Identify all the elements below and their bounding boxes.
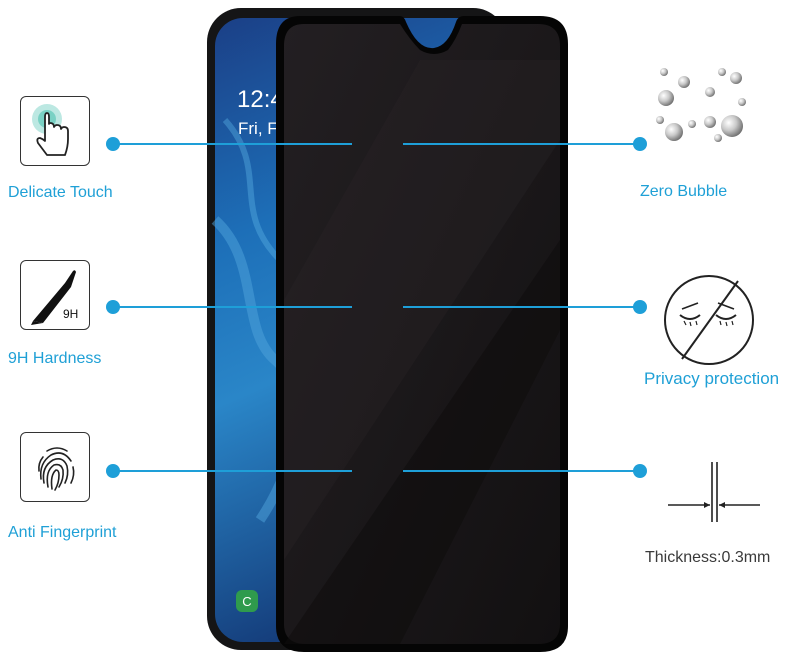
lockscreen-date: Fri, F (238, 119, 278, 138)
feature-label-thickness: Thickness:0.3mm (645, 549, 771, 566)
app-icon (236, 590, 258, 612)
fingerprint-icon (20, 432, 90, 502)
leader-dot-anti-fingerprint (106, 464, 120, 478)
water-bubbles-icon (650, 62, 750, 162)
thickness-arrows-icon (664, 460, 764, 524)
leader-dot-zero-bubble (633, 137, 647, 151)
feature-label-9h-hardness: 9H Hardness (8, 350, 102, 367)
app-icon-letter: C (242, 594, 251, 609)
feature-label-zero-bubble: Zero Bubble (640, 183, 728, 200)
hardness-badge: 9H (63, 307, 79, 321)
leader-dot-delicate-touch (106, 137, 120, 151)
feature-label-anti-fingerprint: Anti Fingerprint (8, 524, 117, 541)
feature-label-delicate-touch: Delicate Touch (8, 184, 113, 201)
leader-dot-9h-hardness (106, 300, 120, 314)
lockscreen-time: 12:4 (237, 86, 284, 113)
feature-label-privacy-protection: Privacy protection (644, 369, 780, 388)
knife-9h-icon: 9H (20, 260, 90, 330)
privacy-eyes-icon (662, 273, 756, 367)
leader-dot-privacy (633, 300, 647, 314)
touch-hand-icon (20, 96, 90, 166)
privacy-glass-surface (284, 24, 560, 644)
leader-dot-thickness (633, 464, 647, 478)
